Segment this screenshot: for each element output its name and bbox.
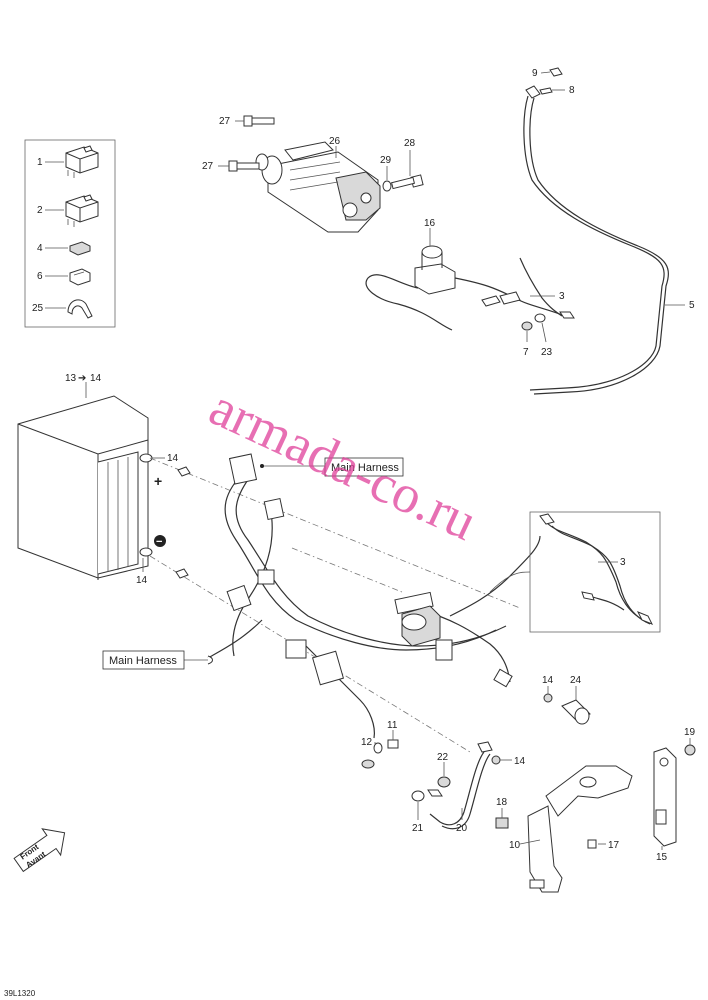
- main-harness-left-text: Main Harness: [109, 655, 177, 667]
- label-1: 1: [37, 157, 43, 168]
- label-14-top: 14: [90, 373, 102, 384]
- label-3a: 3: [559, 291, 565, 302]
- dashed-leader-lines: [149, 457, 521, 753]
- label-20: 20: [456, 823, 468, 834]
- label-24: 24: [570, 675, 582, 686]
- fuse-holder-6-part: [69, 268, 91, 286]
- cable-20-part: [411, 741, 493, 830]
- starter-motor-part: [255, 141, 381, 233]
- main-harness-left-pointer: [184, 655, 213, 665]
- label-21: 21: [412, 823, 424, 834]
- label-5: 5: [689, 300, 695, 311]
- part-number-labels: 1 2 4 6 25 27 27 26 28 29 9 8 5 16 3 7 2…: [32, 68, 696, 863]
- battery-13-part: [17, 382, 165, 580]
- label-14b: 14: [136, 575, 148, 586]
- label-4: 4: [37, 243, 43, 254]
- label-2: 2: [37, 205, 43, 216]
- label-27a: 27: [219, 116, 231, 127]
- label-9: 9: [532, 68, 538, 79]
- bolt-27-parts: [218, 115, 275, 172]
- label-8: 8: [569, 85, 575, 96]
- nut-14-cap-24-parts: [543, 686, 591, 725]
- label-6: 6: [37, 271, 43, 282]
- cable-3-inset: [489, 511, 661, 633]
- label-11: 11: [387, 720, 398, 731]
- reference-code: 39L1320: [4, 989, 36, 998]
- label-15: 15: [656, 852, 668, 863]
- label-26: 26: [329, 136, 341, 147]
- label-18: 18: [496, 797, 508, 808]
- label-22: 22: [437, 752, 449, 763]
- plate-15-part: [653, 738, 696, 850]
- main-harness-callout-top: Main Harness: [324, 457, 404, 477]
- bracket-10-part: [495, 765, 633, 893]
- terminal-clip-parts: [175, 466, 191, 579]
- label-13-arrow: ➔: [78, 373, 86, 384]
- cable-5-part: [523, 67, 685, 395]
- label-23: 23: [541, 347, 553, 358]
- minus-sign: −: [156, 536, 162, 548]
- label-28: 28: [404, 138, 416, 149]
- label-10: 10: [509, 840, 521, 851]
- label-14a: 14: [167, 453, 179, 464]
- label-12: 12: [361, 737, 373, 748]
- screw-11-12-parts: [361, 730, 512, 769]
- main-harness-callout-left: Main Harness: [102, 650, 185, 670]
- bolt-28-washer-29-parts: [335, 146, 424, 192]
- fuse-4-part: [69, 241, 91, 256]
- label-13: 13: [65, 373, 77, 384]
- label-29: 29: [380, 155, 392, 166]
- label-7: 7: [523, 347, 529, 358]
- front-direction-arrow: Front Avant: [13, 828, 66, 873]
- label-19: 19: [684, 727, 696, 738]
- label-25: 25: [32, 303, 44, 314]
- relay-fuse-inset: [24, 139, 116, 328]
- relay-1-part: [65, 145, 99, 178]
- nut-7-23-parts: [521, 313, 547, 343]
- main-harness-top-text: Main Harness: [331, 462, 399, 474]
- cable-3-upper-part: [365, 257, 575, 331]
- solenoid-16-part: [414, 228, 456, 295]
- polarity-signs: + −: [154, 473, 166, 548]
- label-3b: 3: [620, 557, 626, 568]
- label-14c: 14: [542, 675, 554, 686]
- main-harness-part: [207, 453, 541, 739]
- relay-2-part: [65, 194, 99, 227]
- label-17: 17: [608, 840, 620, 851]
- clamp-25-part: [67, 299, 93, 319]
- label-27b: 27: [202, 161, 214, 172]
- plus-sign: +: [154, 473, 162, 489]
- label-14d: 14: [514, 756, 526, 767]
- label-16: 16: [424, 218, 436, 229]
